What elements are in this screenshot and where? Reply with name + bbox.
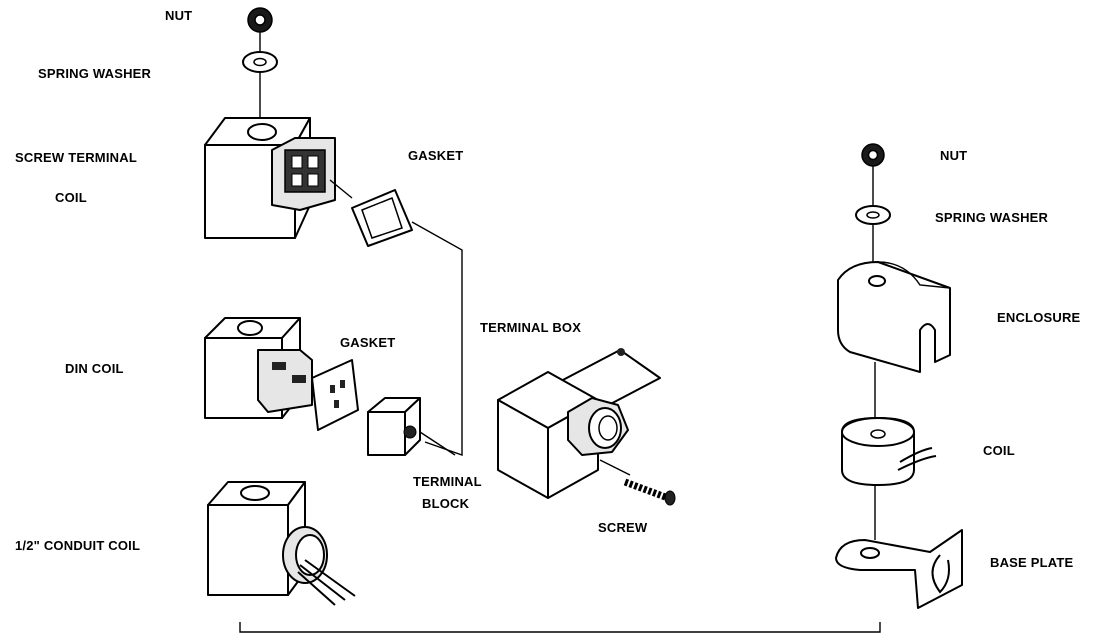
terminal-block-part <box>367 397 421 456</box>
nut-right-part <box>861 143 885 167</box>
label-screw-terminal-coil-2: COIL <box>55 190 87 205</box>
coil-part <box>841 417 937 486</box>
label-screw: SCREW <box>598 520 648 535</box>
label-terminal-block-1: TERMINAL <box>413 474 482 489</box>
din-coil-part <box>204 317 313 419</box>
label-spring-washer-right: SPRING WASHER <box>935 210 1049 225</box>
bottom-bracket <box>239 622 881 633</box>
spring-washer-left-part <box>242 51 278 73</box>
coil-to-gasket-leader <box>329 179 353 199</box>
conduit-coil-part <box>207 481 356 606</box>
label-conduit-coil: 1/2" CONDUIT COIL <box>15 538 140 553</box>
label-nut-left: NUT <box>165 8 192 23</box>
screw-terminal-coil-part <box>204 117 336 239</box>
screw-part <box>623 478 676 506</box>
label-enclosure: ENCLOSURE <box>997 310 1081 325</box>
label-terminal-block-2: BLOCK <box>422 496 470 511</box>
label-din-coil: DIN COIL <box>65 361 124 376</box>
label-screw-terminal-coil-1: SCREW TERMINAL <box>15 150 137 165</box>
block-leader <box>419 431 456 456</box>
label-spring-washer-left: SPRING WASHER <box>38 66 152 81</box>
box-to-screw-leader <box>599 459 631 476</box>
label-coil: COIL <box>983 443 1015 458</box>
label-terminal-box: TERMINAL BOX <box>480 320 581 335</box>
nut-left-part <box>247 7 273 33</box>
terminal-box-part <box>497 348 661 499</box>
enclosure-part <box>837 261 951 373</box>
label-nut-right: NUT <box>940 148 967 163</box>
base-plate-part <box>835 529 963 609</box>
gasket-mid-part <box>311 359 359 431</box>
label-base-plate: BASE PLATE <box>990 555 1074 570</box>
spring-washer-right-part <box>855 205 891 225</box>
label-gasket-top: GASKET <box>408 148 463 163</box>
gasket-top-part <box>351 189 413 247</box>
label-gasket-mid: GASKET <box>340 335 395 350</box>
